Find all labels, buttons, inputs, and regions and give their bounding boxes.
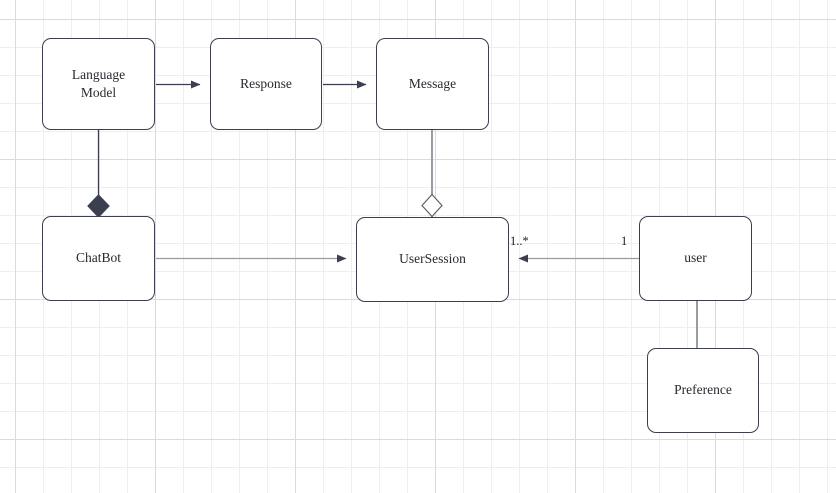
node-language-model-label: Language Model (71, 66, 126, 100)
node-preference-label: Preference (674, 382, 732, 398)
node-usersession-label: UserSession (399, 251, 466, 267)
node-user[interactable]: user (639, 216, 752, 301)
filled-diamond-icon (87, 194, 110, 218)
node-chatbot[interactable]: ChatBot (42, 216, 155, 301)
node-chatbot-label: ChatBot (75, 250, 121, 266)
node-message-label: Message (408, 75, 457, 91)
node-user-label: user (684, 250, 707, 266)
edge-language-model-to-chatbot (87, 130, 110, 218)
node-language-model[interactable]: Language Model (42, 38, 155, 130)
hollow-diamond-icon (421, 193, 443, 218)
node-preference[interactable]: Preference (647, 348, 759, 433)
multiplicity-label-user: 1 (621, 234, 628, 248)
edge-message-to-usersession (421, 130, 443, 218)
multiplicity-label-usersession: 1..* (510, 234, 529, 248)
node-message[interactable]: Message (376, 38, 489, 130)
node-response-label: Response (240, 75, 292, 91)
node-usersession[interactable]: UserSession (356, 217, 509, 302)
node-response[interactable]: Response (210, 38, 322, 130)
